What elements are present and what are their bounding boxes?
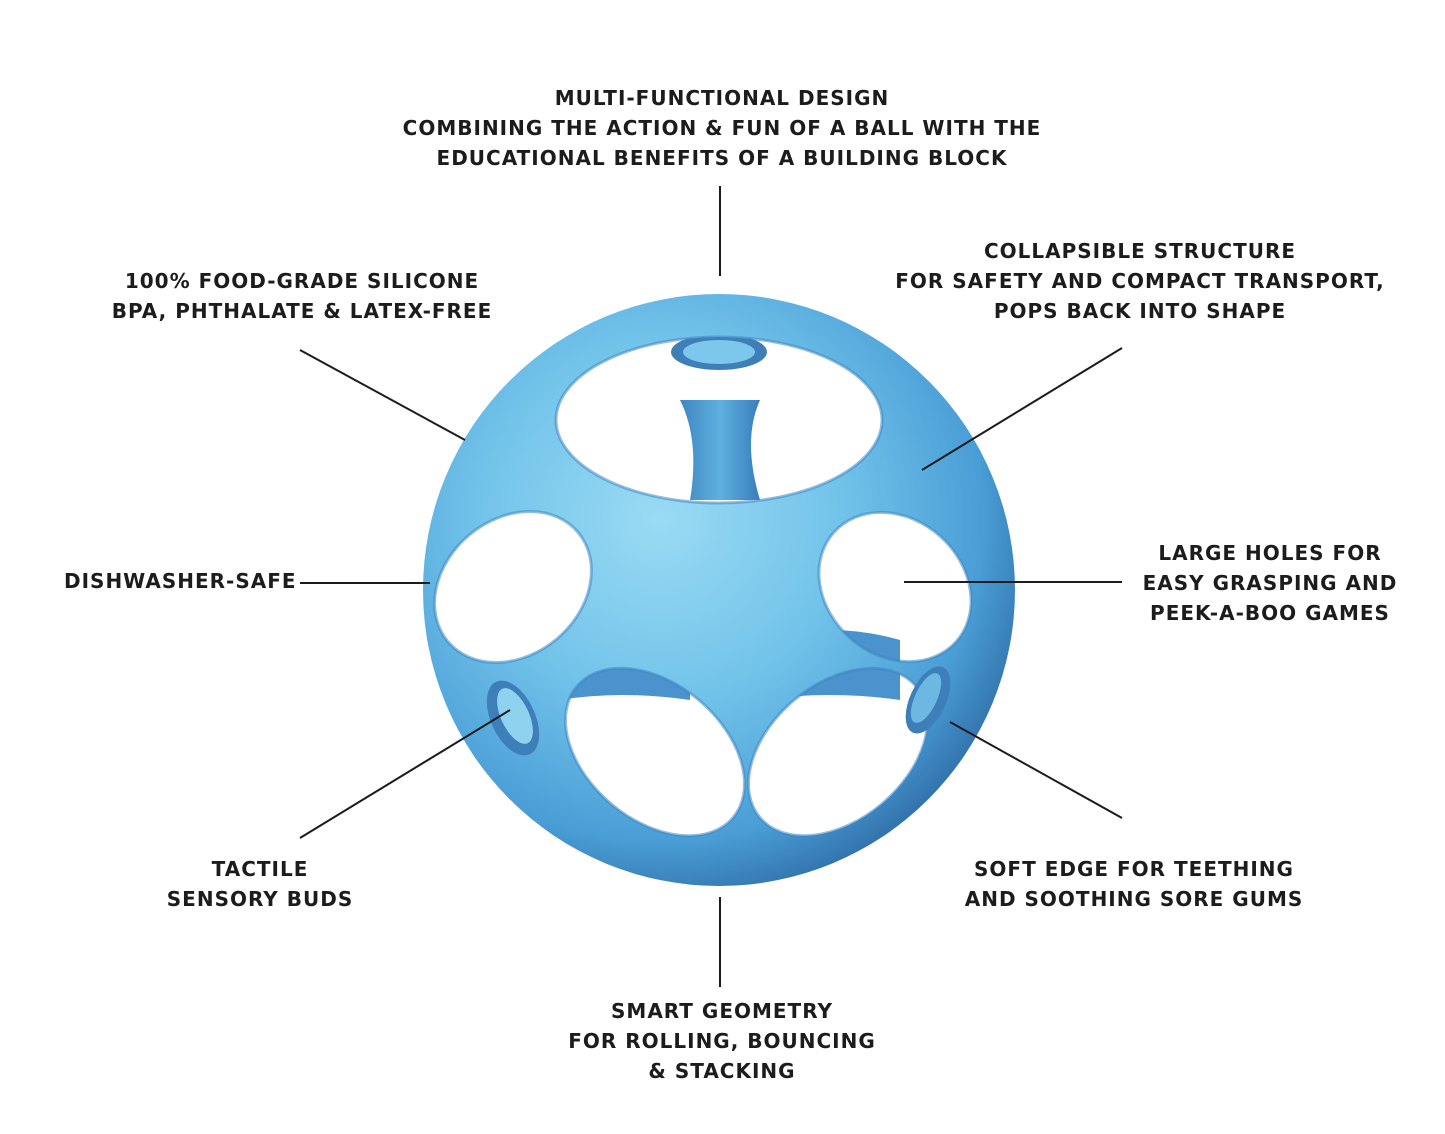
callout-tactile-sensory-buds: TACTILE SENSORY BUDS	[130, 854, 390, 914]
callout-large-holes: LARGE HOLES FOR EASY GRASPING AND PEEK-A…	[1120, 538, 1420, 628]
leader-line-bottom-right	[949, 721, 1123, 819]
callout-line: EDUCATIONAL BENEFITS OF A BUILDING BLOCK	[436, 146, 1008, 170]
callout-line: MULTI-FUNCTIONAL DESIGN	[554, 86, 890, 110]
ball-shell	[423, 294, 1015, 886]
callout-line: FOR ROLLING, BOUNCING	[568, 1029, 876, 1053]
callout-line: SENSORY BUDS	[166, 887, 354, 911]
callout-line: LARGE HOLES FOR	[1158, 541, 1382, 565]
callout-line: BPA, PHTHALATE & LATEX-FREE	[111, 299, 493, 323]
callout-line: AND SOOTHING SORE GUMS	[964, 887, 1304, 911]
callout-line: COMBINING THE ACTION & FUN OF A BALL WIT…	[402, 116, 1042, 140]
callout-line: DISHWASHER-SAFE	[64, 569, 297, 593]
callout-soft-edge-teething: SOFT EDGE FOR TEETHING AND SOOTHING SORE…	[934, 854, 1334, 914]
leader-line-bottom-left	[299, 709, 511, 839]
leader-lines	[299, 186, 1123, 987]
callout-line: POPS BACK INTO SHAPE	[993, 299, 1287, 323]
callout-line: TACTILE	[211, 857, 309, 881]
callout-line: & STACKING	[648, 1059, 796, 1083]
callout-line: PEEK-A-BOO GAMES	[1150, 601, 1390, 625]
callout-multi-functional-design: MULTI-FUNCTIONAL DESIGN COMBINING THE AC…	[322, 83, 1122, 173]
leader-line-top-right	[921, 347, 1123, 471]
callout-line: FOR SAFETY AND COMPACT TRANSPORT,	[895, 269, 1385, 293]
callout-line: SMART GEOMETRY	[611, 999, 833, 1023]
callout-smart-geometry: SMART GEOMETRY FOR ROLLING, BOUNCING & S…	[522, 996, 922, 1086]
callout-collapsible-structure: COLLAPSIBLE STRUCTURE FOR SAFETY AND COM…	[880, 236, 1400, 326]
callout-line: EASY GRASPING AND	[1142, 571, 1398, 595]
callout-dishwasher-safe: DISHWASHER-SAFE	[64, 566, 297, 596]
callout-line: SOFT EDGE FOR TEETHING	[974, 857, 1294, 881]
leader-line-top-left	[299, 349, 466, 441]
callout-food-grade-silicone: 100% FOOD-GRADE SILICONE BPA, PHTHALATE …	[102, 266, 502, 326]
callout-line: COLLAPSIBLE STRUCTURE	[983, 239, 1297, 263]
callout-line: 100% FOOD-GRADE SILICONE	[124, 269, 480, 293]
